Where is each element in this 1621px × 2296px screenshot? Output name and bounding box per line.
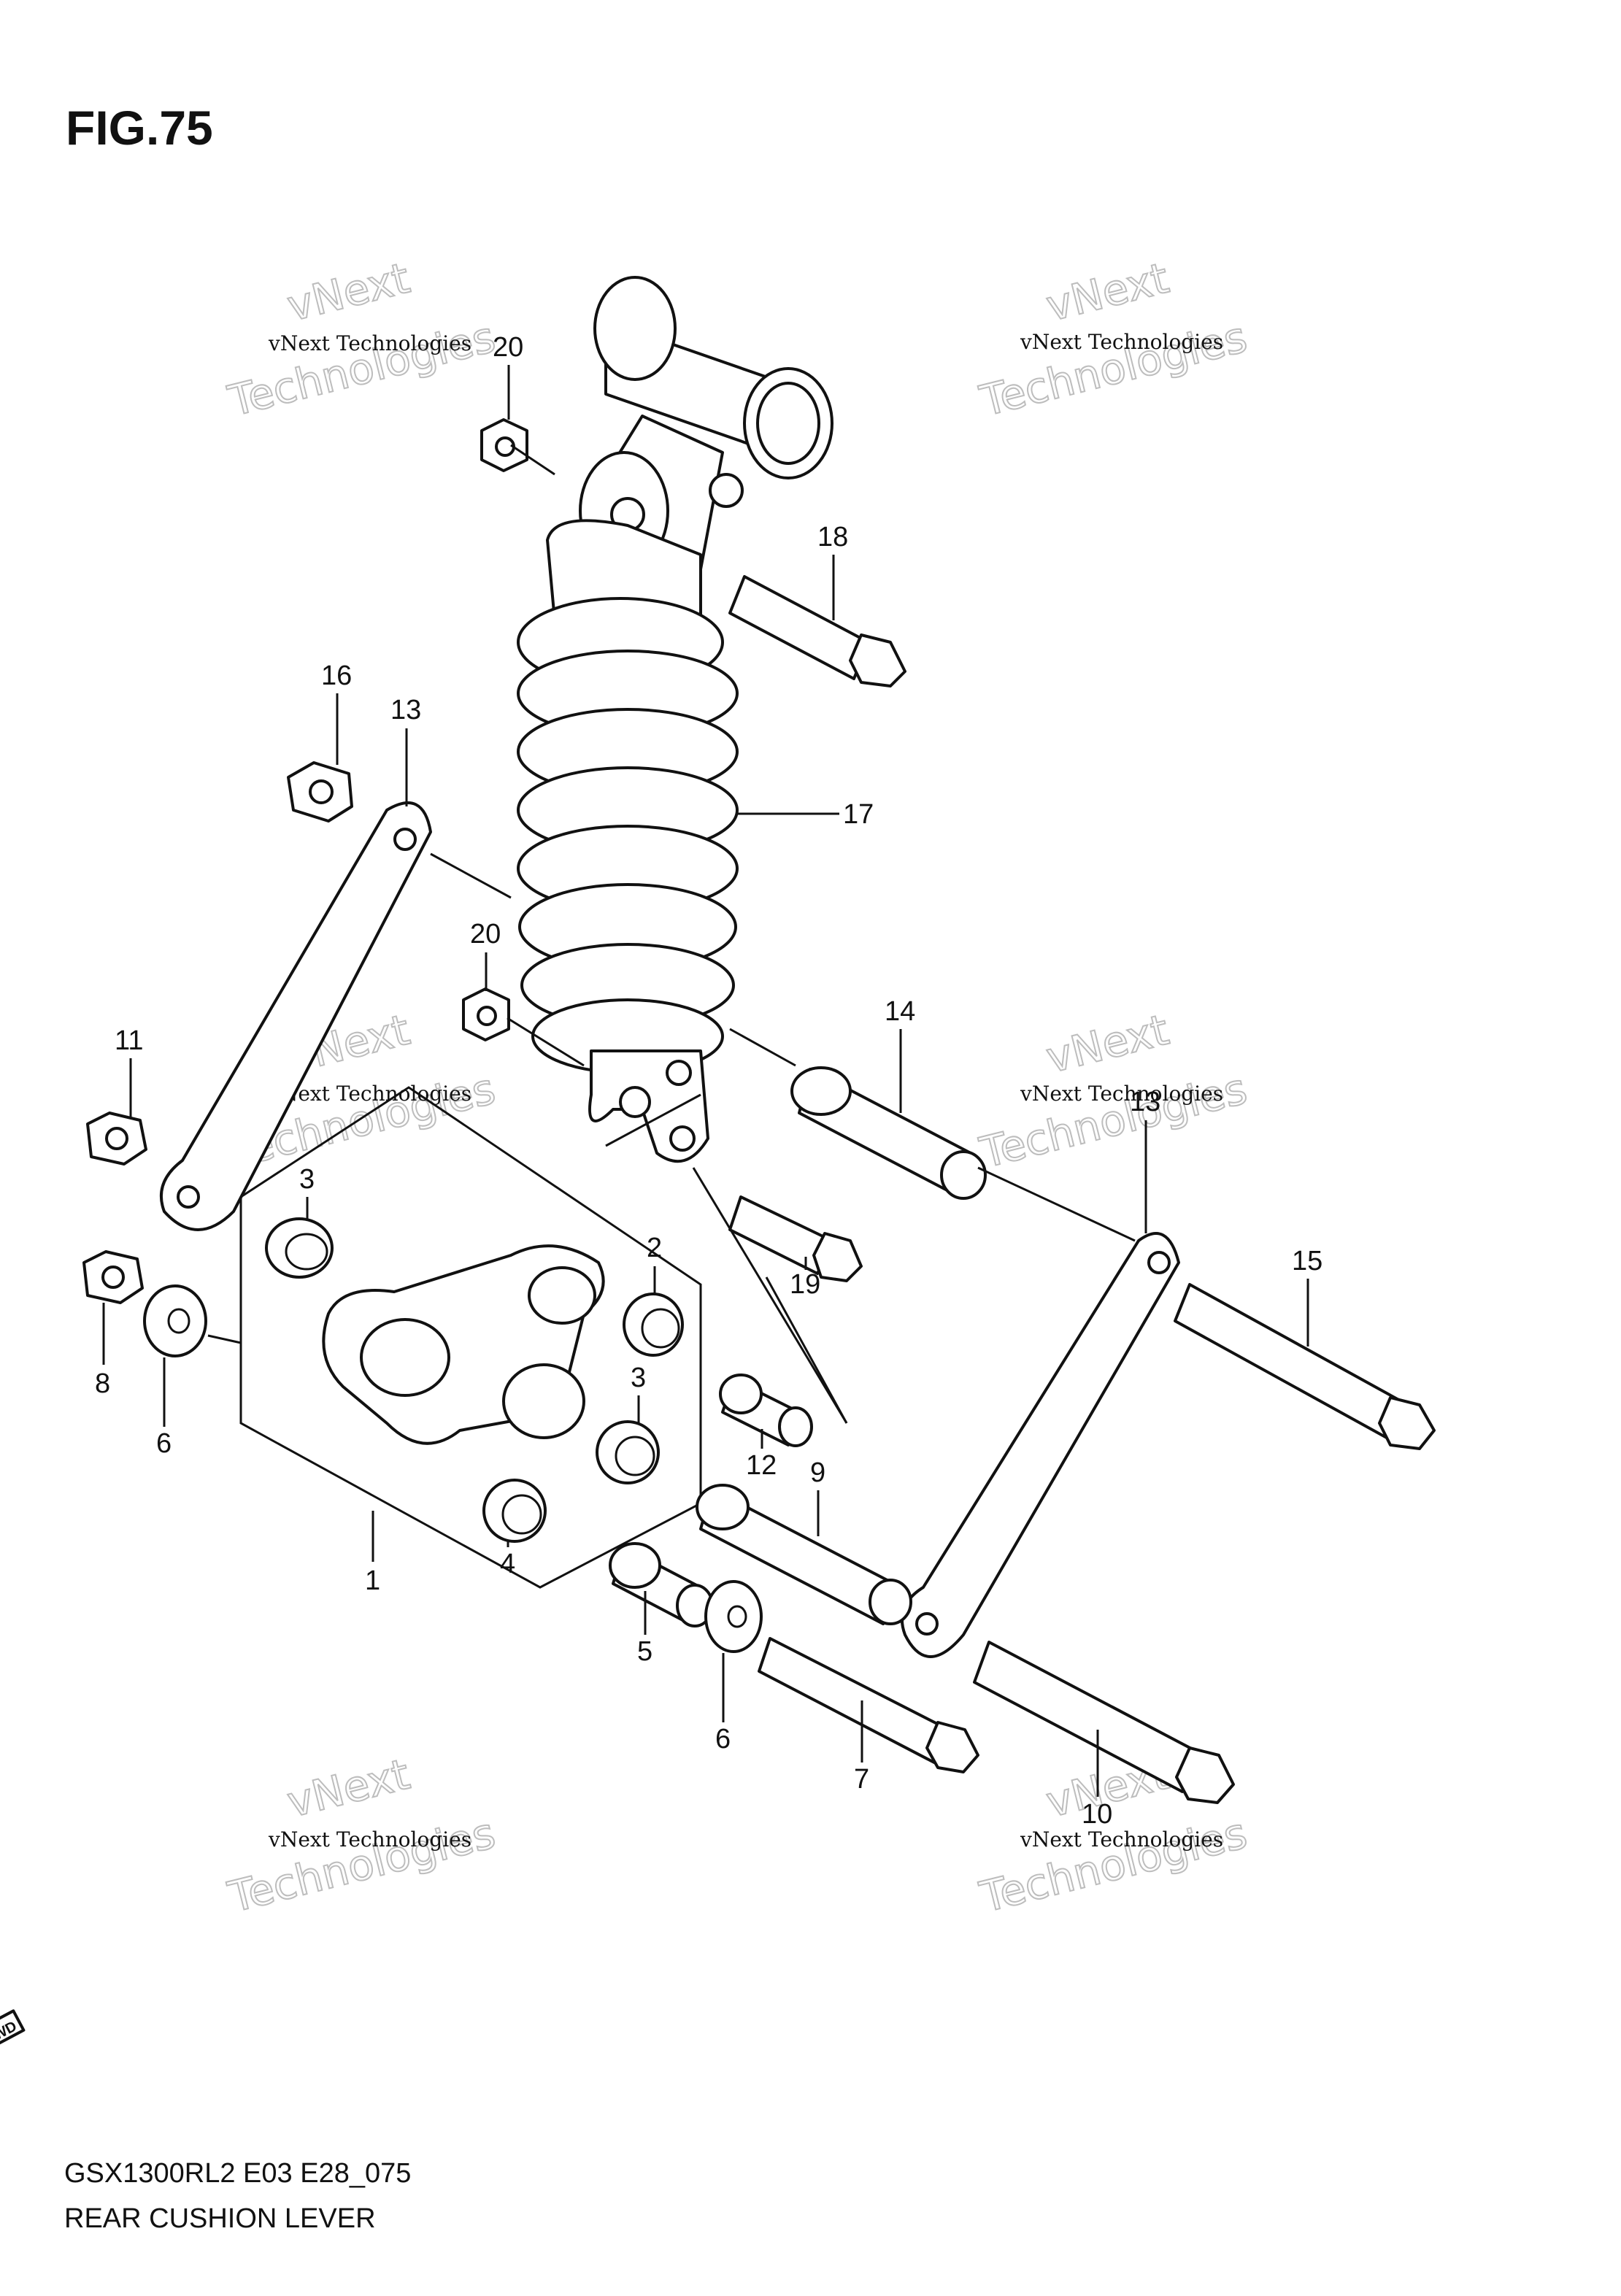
watermark-top-left: vNext Technologies vNext Technologies: [223, 253, 501, 427]
svg-text:Technologies: Technologies: [975, 1063, 1252, 1177]
callout-18: 18: [817, 522, 848, 620]
svg-text:2: 2: [647, 1233, 662, 1263]
svg-text:17: 17: [843, 799, 874, 830]
svg-text:7: 7: [854, 1764, 869, 1795]
watermark-top-right: vNext Technologies vNext Technologies: [974, 253, 1252, 427]
svg-text:15: 15: [1292, 1246, 1322, 1276]
bolt-15: [1174, 1283, 1436, 1450]
nut-11: [86, 1112, 147, 1166]
svg-text:Technologies: Technologies: [975, 1808, 1252, 1922]
svg-text:16: 16: [321, 660, 352, 691]
svg-text:9: 9: [810, 1457, 825, 1488]
svg-text:14: 14: [885, 996, 915, 1027]
bolt-19: [728, 1195, 863, 1282]
svg-text:6: 6: [156, 1428, 172, 1459]
svg-text:12: 12: [746, 1450, 777, 1481]
watermark-bottom-left: vNext Technologies vNext Technologies: [223, 1749, 501, 1923]
diagram-caption: REAR CUSHION LEVER: [64, 2203, 376, 2234]
callout-2: 2: [647, 1233, 662, 1295]
svg-text:10: 10: [1082, 1799, 1112, 1830]
svg-text:vNext Technologies: vNext Technologies: [1020, 330, 1223, 354]
svg-text:vNext Technologies: vNext Technologies: [268, 1827, 471, 1852]
callout-19: 19: [790, 1257, 820, 1300]
model-code: GSX1300RL2 E03 E28_075: [64, 2158, 411, 2189]
callout-10: 10: [1082, 1730, 1112, 1830]
callout-6-lower: 6: [715, 1653, 731, 1754]
fwd-arrow-icon: FWD: [0, 2009, 26, 2062]
callout-9: 9: [810, 1457, 825, 1536]
cushion-lever-assembly: [239, 1086, 702, 1589]
svg-text:18: 18: [817, 522, 848, 552]
svg-text:vNext: vNext: [1041, 1005, 1174, 1083]
callout-11: 11: [115, 1025, 143, 1118]
svg-text:3: 3: [299, 1164, 315, 1195]
svg-text:8: 8: [95, 1368, 110, 1399]
svg-text:vNext: vNext: [1041, 253, 1174, 331]
svg-text:vNext Technologies: vNext Technologies: [1020, 1082, 1223, 1106]
spacer-9: [696, 1484, 912, 1625]
callout-1: 1: [365, 1511, 380, 1596]
watermark-mid-right: vNext Technologies vNext Technologies: [974, 1004, 1252, 1179]
callout-3-lower: 3: [631, 1363, 646, 1423]
callout-4: 4: [500, 1540, 515, 1579]
callout-17: 17: [737, 799, 874, 830]
bolt-10: [973, 1641, 1235, 1804]
svg-text:19: 19: [790, 1269, 820, 1300]
callout-12: 12: [746, 1429, 777, 1481]
svg-text:11: 11: [115, 1025, 143, 1056]
callout-20-upper: 20: [493, 332, 523, 420]
callout-5: 5: [637, 1591, 652, 1667]
svg-text:vNext: vNext: [282, 1749, 415, 1827]
callout-20-lower: 20: [470, 919, 501, 991]
svg-text:4: 4: [500, 1549, 515, 1579]
svg-text:20: 20: [470, 919, 501, 949]
nut-8: [82, 1250, 144, 1304]
callout-13-left: 13: [390, 695, 421, 806]
nut-upper: [480, 418, 528, 472]
spacer-5: [609, 1542, 714, 1627]
callout-7: 7: [854, 1700, 869, 1795]
washer-left: [143, 1284, 207, 1357]
nut-16: [287, 761, 353, 823]
callout-14: 14: [885, 996, 915, 1113]
bolt-18: [728, 575, 906, 687]
svg-text:3: 3: [631, 1363, 646, 1393]
callout-13-right: 13: [1130, 1087, 1160, 1233]
svg-text:vNext Technologies: vNext Technologies: [268, 331, 471, 355]
svg-text:1: 1: [365, 1565, 380, 1596]
callout-16: 16: [321, 660, 352, 765]
cushion-rod-right: [900, 1232, 1180, 1658]
washer-lower: [704, 1580, 763, 1653]
spacer-14: [790, 1066, 987, 1200]
spacer-12: [719, 1374, 813, 1447]
svg-text:13: 13: [1130, 1087, 1160, 1117]
svg-text:Technologies: Technologies: [223, 1808, 500, 1922]
figure-title: FIG.75: [66, 101, 213, 155]
guide-lines: [207, 444, 1136, 1424]
svg-text:vNext Technologies: vNext Technologies: [1020, 1827, 1223, 1852]
callout-8: 8: [95, 1303, 110, 1399]
svg-text:Technologies: Technologies: [975, 312, 1252, 425]
svg-text:vNext: vNext: [282, 253, 415, 331]
svg-text:Technologies: Technologies: [223, 312, 500, 425]
callout-6-left: 6: [156, 1357, 172, 1459]
svg-text:6: 6: [715, 1724, 731, 1754]
callout-3-upper: 3: [299, 1164, 315, 1220]
svg-text:vNext Technologies: vNext Technologies: [268, 1082, 471, 1106]
callout-15: 15: [1292, 1246, 1322, 1347]
svg-text:5: 5: [637, 1636, 652, 1667]
cushion-rod-left: [159, 801, 432, 1231]
bolt-7: [758, 1637, 979, 1773]
rear-shock-absorber: [517, 276, 833, 1163]
svg-text:13: 13: [390, 695, 421, 725]
svg-text:20: 20: [493, 332, 523, 363]
nut-lower: [462, 987, 510, 1041]
